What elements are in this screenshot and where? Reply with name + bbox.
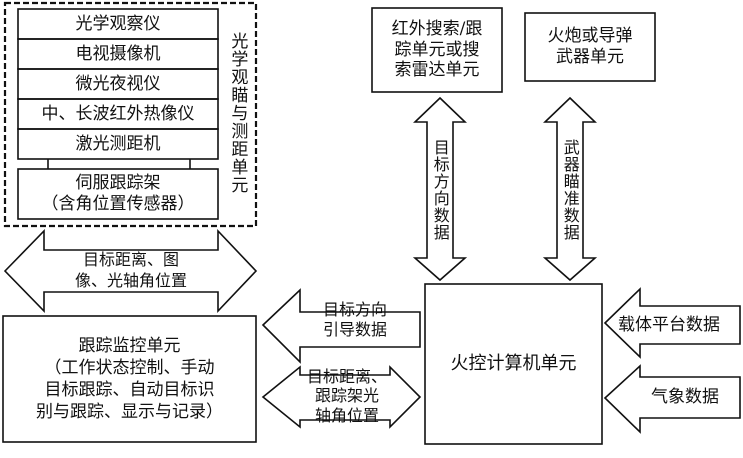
- guidance-data-line1: 目标方向: [322, 300, 387, 320]
- arrow-guidance-data: [261, 288, 421, 364]
- double-arrow-target-direction-data: [412, 96, 468, 282]
- weapon-aiming-data-label: 武器瞄准数据: [560, 139, 580, 241]
- optical-unit-title: 光学观瞄与测距单元: [227, 31, 248, 194]
- tracking-unit-box: [2, 315, 257, 443]
- weapon-unit-label: 火炮或导弹 武器单元: [525, 13, 655, 81]
- distance-image-label: 目标距离、图 像、光轴角位置: [44, 250, 218, 292]
- tracking-unit-label: 跟踪监控单元 （工作状态控制、手动 目标跟踪、自动目标识 别与跟踪、显示与记录）: [3, 316, 256, 442]
- tracking-unit-line4: 别与跟踪、显示与记录）: [36, 402, 223, 423]
- servo-mount-line1: 伺服跟踪架: [75, 173, 161, 194]
- device-low-light-viewer-label: 微光夜视仪: [75, 73, 161, 94]
- guidance-data-line2: 引导数据: [322, 320, 387, 339]
- double-arrow-weapon-aiming-data: [542, 96, 598, 282]
- device-laser-rangefinder-label: 激光测距机: [75, 133, 161, 154]
- weapon-unit-box: [524, 12, 656, 82]
- tracking-unit-line2: （工作状态控制、手动: [44, 357, 215, 378]
- servo-mount-box: [17, 168, 219, 220]
- ir-search-unit-line3: 索雷达单元: [394, 60, 480, 81]
- tracking-unit-line3: 目标跟踪、自动目标识: [44, 380, 215, 400]
- servo-mount-label: 伺服跟踪架 （含角位置传感器）: [18, 169, 218, 219]
- arrow-weather-data: [603, 364, 741, 434]
- fire-control-unit-label: 火控计算机单元: [450, 353, 577, 375]
- servo-mount-line2: （含角位置传感器）: [41, 194, 195, 214]
- position-data-line1: 目标距离、: [306, 366, 387, 386]
- fire-control-unit-box: [424, 283, 603, 445]
- weather-data-label: 气象数据: [651, 387, 719, 408]
- position-data-line3: 轴角位置: [314, 405, 379, 425]
- ir-search-unit-label: 红外搜索/跟 踪单元或搜 索雷达单元: [372, 8, 502, 92]
- distance-image-line1: 目标距离、图: [82, 250, 179, 270]
- device-box-laser-rangefinder: [17, 128, 219, 160]
- ir-search-unit-line2: 踪单元或搜: [394, 39, 480, 60]
- ir-search-unit-box: [371, 7, 503, 93]
- double-arrow-position-data: [261, 365, 422, 429]
- guidance-data-label: 目标方向 引导数据: [292, 296, 418, 344]
- ir-search-unit-line1: 红外搜索/跟: [391, 18, 483, 39]
- distance-image-line2: 像、光轴角位置: [74, 271, 187, 290]
- position-data-line2: 跟踪架光: [314, 386, 379, 406]
- weapon-unit-line1: 火炮或导弹: [547, 26, 633, 47]
- double-arrow-distance-image: [3, 228, 258, 314]
- arrow-platform-data: [603, 287, 741, 359]
- position-data-label: 目标距离、 跟踪架光 轴角位置: [292, 360, 402, 432]
- target-direction-data-label: 目标方向数据: [430, 139, 450, 241]
- platform-data-label: 载体平台数据: [618, 314, 720, 335]
- optical-unit-dashed-border: [3, 1, 258, 228]
- tracking-unit-line1: 跟踪监控单元: [78, 335, 181, 356]
- device-tv-camera-label: 电视摄像机: [75, 43, 161, 64]
- device-optical-observer-label: 光学观察仪: [75, 13, 161, 34]
- device-ir-imager-label: 中、长波红外热像仪: [41, 103, 195, 124]
- weapon-unit-line2: 武器单元: [556, 47, 624, 67]
